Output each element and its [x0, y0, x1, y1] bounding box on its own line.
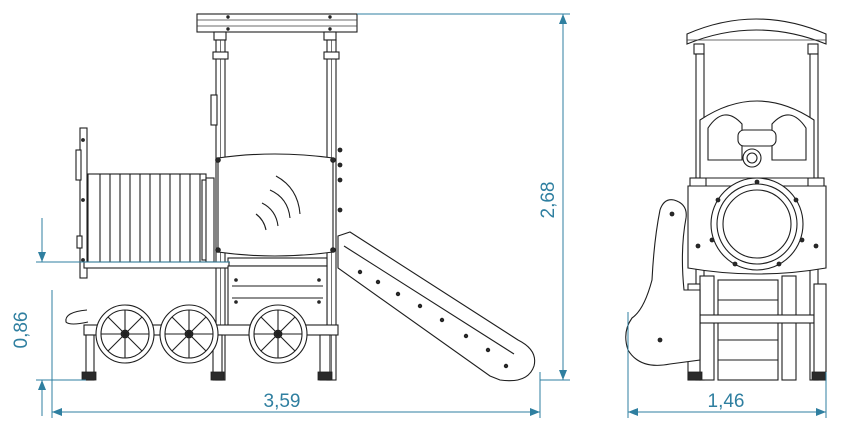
front-roof	[686, 18, 827, 55]
roof	[196, 13, 358, 41]
front-slide-profile	[625, 199, 701, 366]
wheels	[95, 304, 308, 364]
side-dimension-lines	[36, 13, 570, 418]
front-cab	[699, 100, 815, 179]
drum	[87, 173, 215, 267]
slide	[337, 231, 536, 382]
wheel-rear	[95, 304, 155, 364]
front-view	[625, 18, 827, 418]
porthole	[687, 177, 827, 275]
front-panel	[65, 127, 89, 325]
dimension-length: 3,59	[264, 391, 301, 412]
boiler-panel	[215, 153, 336, 257]
front-dimension-lines	[627, 312, 827, 418]
dimension-platform-height: 0,86	[11, 312, 32, 349]
dimension-width: 1,46	[708, 391, 745, 412]
side-view	[36, 13, 570, 418]
wheel-middle	[159, 304, 219, 364]
front-lower-frame	[687, 275, 827, 381]
dimension-height-total: 2,68	[538, 182, 559, 219]
wheel-front	[248, 304, 308, 364]
